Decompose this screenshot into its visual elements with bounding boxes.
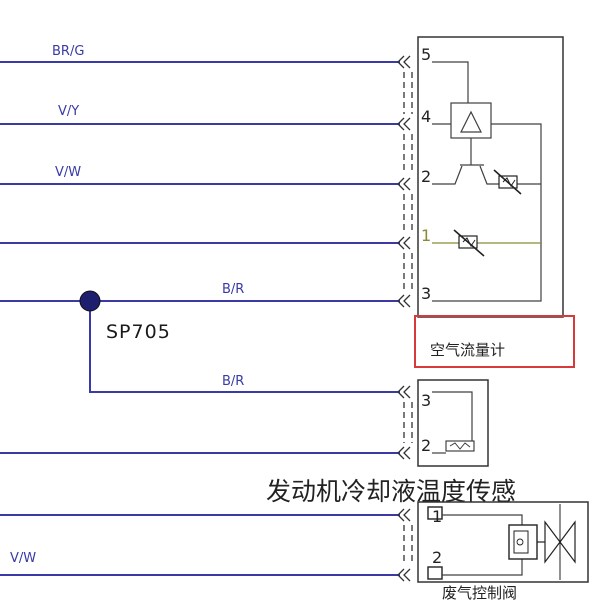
afm-inner-wire-5 xyxy=(432,61,469,103)
wire-label-br-g: BR/G xyxy=(52,44,84,59)
cts-pin-2: 2 xyxy=(421,436,431,455)
cts-pin-3: 3 xyxy=(421,391,431,410)
afm-pin-4: 4 xyxy=(421,107,431,126)
splice-dot xyxy=(79,290,101,312)
afm-inner-right-rail xyxy=(432,123,542,302)
egr-inner-wire-1 xyxy=(442,514,523,525)
air-flow-meter-highlight xyxy=(414,315,575,368)
wire-label-v-w-egr: V/W xyxy=(10,551,36,566)
cts-resistor-icon xyxy=(445,440,475,452)
valve-icon xyxy=(537,504,576,580)
egr-valve-box xyxy=(417,501,589,583)
splice-label: SP705 xyxy=(106,321,171,343)
afm-pin-1: 1 xyxy=(421,226,431,245)
wire-label-v-y: V/Y xyxy=(58,104,79,119)
egr-pin-2-terminal xyxy=(427,566,443,580)
afm-pin-3: 3 xyxy=(421,284,431,303)
afm-pin-5: 5 xyxy=(421,45,431,64)
thermistor-icon xyxy=(453,229,485,257)
egr-inner-wire-2 xyxy=(442,559,523,576)
egr-pin-2: 2 xyxy=(432,548,442,567)
amplifier-icon xyxy=(460,110,482,133)
wire-label-b-r-branch: B/R xyxy=(222,374,244,389)
wire-label-v-w: V/W xyxy=(55,165,81,180)
afm-pin-2: 2 xyxy=(421,167,431,186)
solenoid-coil-icon xyxy=(508,524,538,560)
egr-valve-name: 废气控制阀 xyxy=(442,584,517,602)
wire-b-r-branch xyxy=(89,301,400,393)
cts-inner-wire xyxy=(432,391,473,444)
sensor-element-icon xyxy=(493,169,522,195)
egr-pin-1: 1 xyxy=(432,507,442,526)
coolant-temp-sensor-name: 发动机冷却液温度传感 xyxy=(266,477,516,506)
egr-pin-1-terminal xyxy=(427,506,443,520)
wire-label-b-r: B/R xyxy=(222,282,244,297)
coolant-temp-sensor-box xyxy=(417,379,489,467)
amplifier-icon-box xyxy=(450,102,492,139)
connector-chevrons xyxy=(397,55,411,582)
air-flow-meter-name: 空气流量计 xyxy=(430,341,505,359)
connector-dashes xyxy=(403,72,413,565)
transistor-icon xyxy=(432,164,541,185)
